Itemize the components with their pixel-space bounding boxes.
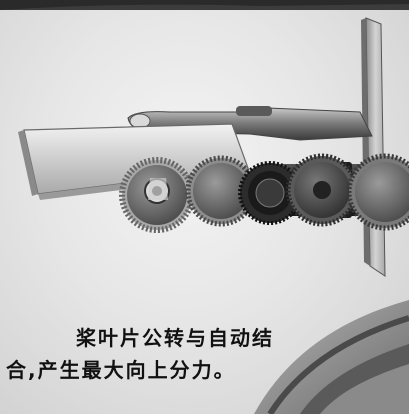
- caption-line-2: 合,产生最大向上分力。: [6, 358, 236, 382]
- gear-center: [238, 161, 302, 225]
- gear-right-2: [346, 153, 409, 231]
- housing-arc: [254, 300, 409, 414]
- gear-middle: [185, 155, 257, 227]
- top-edge-shadow: [0, 0, 409, 10]
- gear-left: [119, 157, 195, 233]
- gear-right-1: [285, 153, 359, 227]
- mounting-plate: [361, 17, 386, 277]
- caption-line-1: 桨叶片公转与自动结: [76, 326, 274, 350]
